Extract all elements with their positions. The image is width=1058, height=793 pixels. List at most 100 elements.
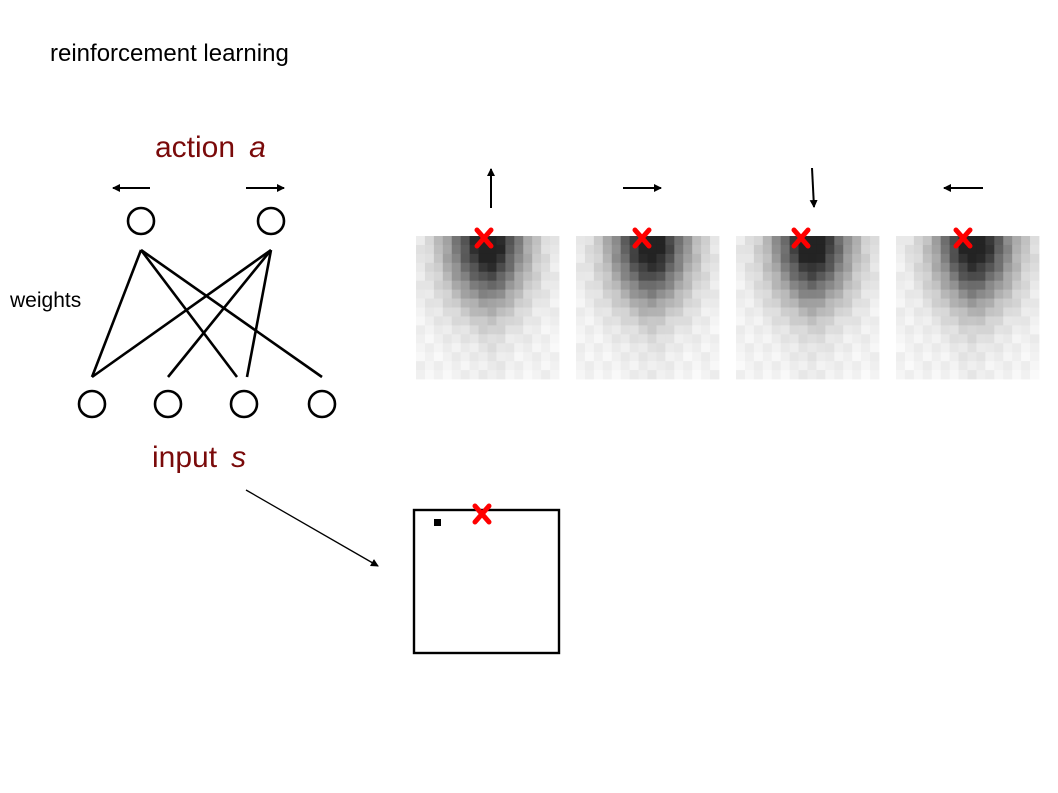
weight-cell bbox=[940, 262, 951, 273]
weight-cell bbox=[949, 262, 959, 273]
weight-cell bbox=[913, 343, 924, 353]
weight-cell bbox=[487, 253, 497, 264]
weight-cell bbox=[674, 352, 684, 362]
weight-cell bbox=[433, 244, 444, 255]
weight-cell bbox=[762, 361, 773, 371]
weight-cell bbox=[931, 244, 942, 255]
weight-cell bbox=[629, 361, 639, 371]
weight-cell bbox=[576, 325, 586, 335]
weight-cell bbox=[825, 370, 835, 380]
weight-cell bbox=[433, 280, 444, 291]
weight-cell bbox=[798, 352, 808, 362]
network-weights bbox=[90, 248, 323, 379]
weight-cell bbox=[789, 244, 799, 255]
weight-cell bbox=[736, 253, 746, 264]
weight-cell bbox=[949, 253, 959, 264]
weight-cell bbox=[469, 262, 479, 273]
weight-cell bbox=[620, 361, 631, 371]
weight-cell bbox=[958, 343, 968, 353]
weight-cell bbox=[647, 298, 657, 308]
weight-cell bbox=[798, 298, 808, 308]
weight-cell bbox=[852, 307, 862, 317]
weight-cell bbox=[861, 253, 871, 264]
weight-cell bbox=[976, 307, 986, 317]
weight-cell bbox=[496, 271, 506, 282]
weight-cell bbox=[683, 280, 693, 291]
weight-cell bbox=[904, 316, 915, 326]
weight-cell bbox=[780, 370, 791, 380]
weight-cell bbox=[896, 352, 906, 362]
weight-cell bbox=[1021, 343, 1031, 353]
weight-cell bbox=[460, 316, 471, 326]
weight-cell bbox=[789, 271, 799, 282]
weight-cell bbox=[922, 236, 933, 246]
weight-cell bbox=[816, 325, 826, 335]
weight-cell bbox=[967, 253, 977, 264]
weight-cell bbox=[896, 253, 906, 264]
weight-cell bbox=[620, 307, 631, 317]
weight-cell bbox=[469, 370, 479, 380]
weight-cell bbox=[852, 271, 862, 282]
weight-cell bbox=[904, 262, 915, 273]
weight-cell bbox=[744, 370, 755, 380]
weight-cell bbox=[834, 307, 844, 317]
weight-cell bbox=[576, 236, 586, 246]
weight-cell bbox=[692, 298, 702, 308]
weight-cell bbox=[922, 316, 933, 326]
weight-cell bbox=[442, 298, 453, 308]
weight-cell bbox=[442, 262, 453, 273]
weight-cell bbox=[861, 298, 871, 308]
weight-cell bbox=[861, 370, 871, 380]
weight-cell bbox=[753, 343, 764, 353]
weight-cell bbox=[496, 352, 506, 362]
weight-cell bbox=[683, 334, 693, 344]
weight-cell bbox=[541, 289, 551, 299]
weight-cell bbox=[825, 280, 835, 291]
weight-cell bbox=[576, 289, 586, 299]
weight-cell bbox=[469, 244, 479, 255]
weight-cell bbox=[576, 253, 586, 264]
weight-cell bbox=[744, 289, 755, 299]
weight-cell bbox=[433, 236, 444, 246]
weight-cell bbox=[994, 316, 1004, 326]
weight-cell bbox=[469, 236, 479, 246]
weight-cell bbox=[861, 352, 871, 362]
weight-cell bbox=[1003, 334, 1013, 344]
weight-cell bbox=[744, 244, 755, 255]
weight-cell bbox=[701, 370, 711, 380]
weight-cell bbox=[798, 361, 808, 371]
weight-cell bbox=[674, 307, 684, 317]
arrow-down-icon bbox=[809, 167, 818, 208]
weight-cell bbox=[922, 352, 933, 362]
weight-cell bbox=[789, 325, 799, 335]
weight-cell bbox=[523, 244, 533, 255]
weight-cell bbox=[602, 280, 613, 291]
weight-cell bbox=[913, 262, 924, 273]
weight-cell bbox=[550, 316, 560, 326]
weight-cell bbox=[550, 361, 560, 371]
weight-line bbox=[139, 249, 239, 378]
weight-cell bbox=[602, 253, 613, 264]
weight-cell bbox=[744, 334, 755, 344]
weight-cell bbox=[433, 289, 444, 299]
weight-cell bbox=[994, 280, 1004, 291]
weight-cell bbox=[816, 343, 826, 353]
weight-cell bbox=[753, 236, 764, 246]
weight-cell bbox=[825, 262, 835, 273]
weight-cell bbox=[940, 325, 951, 335]
weight-cell bbox=[469, 361, 479, 371]
weight-cell bbox=[638, 361, 648, 371]
weight-cell bbox=[762, 316, 773, 326]
weight-cell bbox=[852, 262, 862, 273]
weight-cell bbox=[825, 244, 835, 255]
weight-cell bbox=[771, 289, 782, 299]
weight-cell bbox=[550, 236, 560, 246]
weight-cell bbox=[638, 334, 648, 344]
weight-cell bbox=[514, 370, 524, 380]
weight-cell bbox=[798, 334, 808, 344]
weight-cell bbox=[647, 253, 657, 264]
weight-cell bbox=[958, 271, 968, 282]
weight-cell bbox=[985, 334, 995, 344]
weight-cell bbox=[922, 289, 933, 299]
weight-cell bbox=[514, 325, 524, 335]
